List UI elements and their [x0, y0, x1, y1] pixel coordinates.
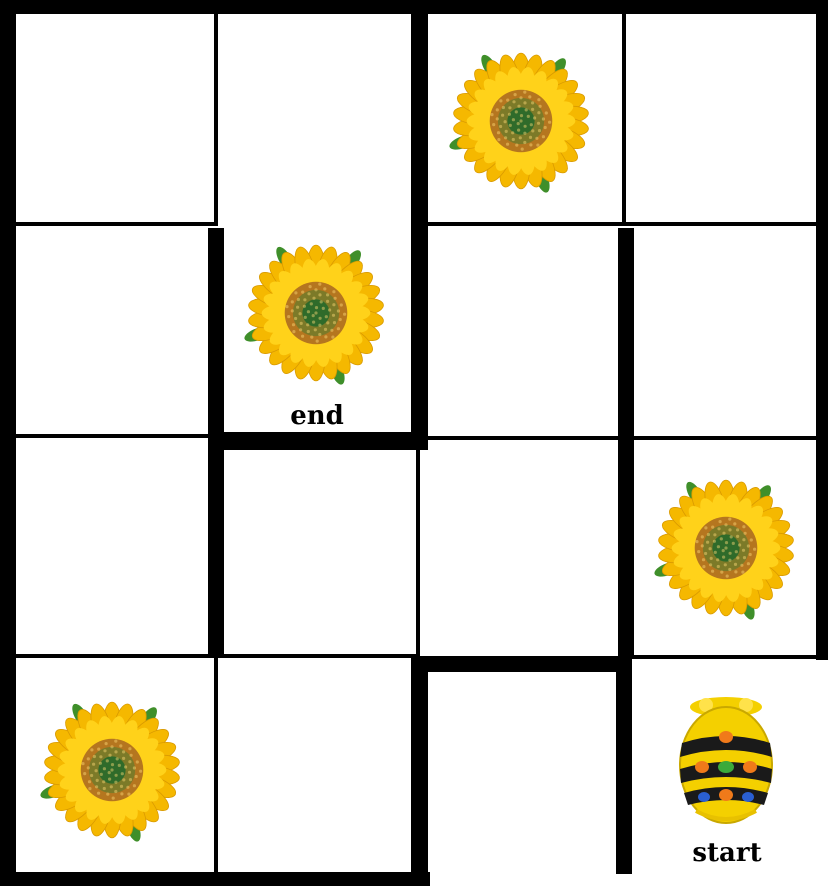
wall-left	[0, 0, 16, 886]
wall-right	[816, 0, 828, 660]
wall-center-upper	[411, 14, 428, 450]
end-label: end	[290, 401, 344, 431]
wall-bottom	[0, 872, 430, 886]
wall-top	[0, 0, 828, 14]
wall-end-bottom	[216, 432, 428, 450]
wall-right-inner	[618, 228, 634, 656]
wall-center-lower	[411, 656, 428, 886]
start-label: start	[692, 838, 761, 868]
wall-start-left	[616, 656, 632, 874]
wall-lower-middle	[418, 656, 630, 672]
